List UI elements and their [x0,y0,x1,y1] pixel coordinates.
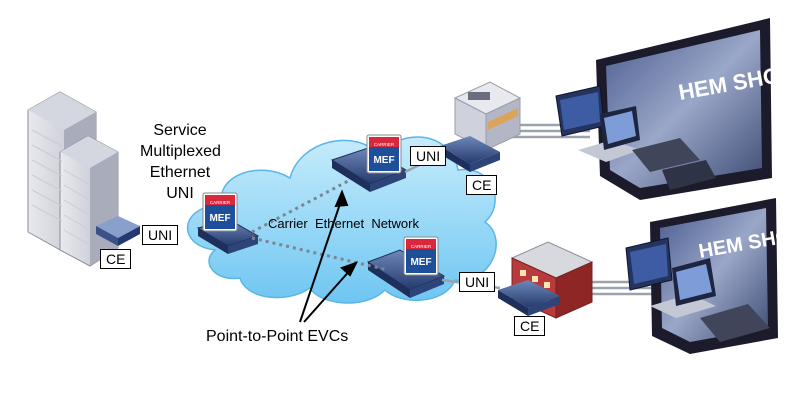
service-label-line-2: Multiplexed [140,143,221,160]
svg-text:MEF: MEF [209,213,230,224]
top-workstation-cluster-icon: HEM SHOW [555,18,800,200]
service-label-line-3: Ethernet [149,164,211,181]
uni-label-left: UNI [142,225,179,245]
point-to-point-evcs-label: Point-to-Point EVCs [206,328,349,345]
bottom-workstation-cluster-icon: HEM SHOW [625,198,800,354]
mef-badge-top-icon: CARRIER MEF [366,134,402,174]
ce-label-left: CE [100,249,132,269]
carrier-ethernet-network-label: Carrier Ethernet Network [268,216,419,231]
ce-label-top: CE [466,175,498,195]
bottom-ce-device-icon [498,280,560,316]
svg-text:CARRIER: CARRIER [210,200,231,205]
uni-label-top: UNI [410,146,447,166]
left-edge-switch-icon [196,219,260,254]
mef-badge-bottom-icon: CARRIER MEF [403,236,439,276]
service-label-line-1: Service [153,122,207,139]
svg-text:CARRIER: CARRIER [374,142,395,147]
svg-text:CARRIER: CARRIER [411,244,432,249]
svg-text:MEF: MEF [373,155,394,166]
top-ce-device-icon [440,136,500,172]
branch-office-building-icon [453,81,522,151]
headquarters-building-icon [27,91,119,267]
evc-links [251,178,389,272]
ce-label-bottom: CE [514,316,546,336]
mef-badge-left-icon: CARRIER MEF [202,192,238,232]
left-ce-device-icon [96,216,140,246]
uni-label-bottom: UNI [459,272,496,292]
service-label-line-4: UNI [166,185,194,202]
service-multiplexed-uni-label: Service Multiplexed Ethernet UNI [140,120,221,204]
svg-text:MEF: MEF [410,257,431,268]
evc-pointer-arrows [299,189,359,323]
